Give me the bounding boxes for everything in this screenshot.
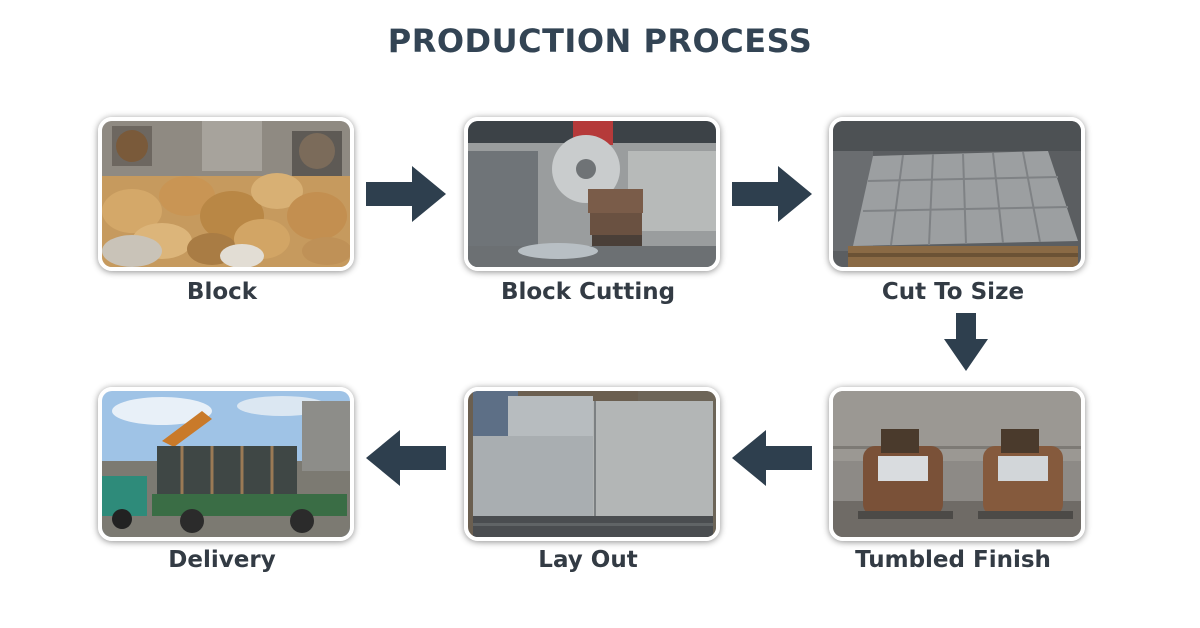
step-tumbled-finish-image xyxy=(829,387,1085,541)
stone-slabs-layout-photo xyxy=(468,391,716,537)
step-cut-to-size-label: Cut To Size xyxy=(881,279,1025,305)
cut-stone-pavers-photo xyxy=(833,121,1081,267)
arrow-right-icon xyxy=(366,166,446,222)
step-delivery-label: Delivery xyxy=(168,547,276,573)
block-cutting-saw-photo xyxy=(468,121,716,267)
arrow-right-icon xyxy=(732,166,812,222)
step-block-cutting-label: Block Cutting xyxy=(500,279,676,305)
tumbling-machines-photo xyxy=(833,391,1081,537)
arrow-left-icon xyxy=(732,430,812,486)
step-lay-out-image xyxy=(464,387,720,541)
step-block-cutting-image xyxy=(464,117,720,271)
arrow-down-icon xyxy=(944,313,988,371)
step-block-image xyxy=(98,117,354,271)
step-cut-to-size-image xyxy=(829,117,1085,271)
step-block-label: Block xyxy=(186,279,258,305)
page-title: PRODUCTION PROCESS xyxy=(387,22,813,60)
arrow-left-icon xyxy=(366,430,446,486)
step-tumbled-finish-label: Tumbled Finish xyxy=(855,547,1051,573)
step-delivery-image xyxy=(98,387,354,541)
truck-loading-crates-photo xyxy=(102,391,350,537)
rough-stone-blocks-photo xyxy=(102,121,350,267)
step-lay-out-label: Lay Out xyxy=(538,547,638,573)
